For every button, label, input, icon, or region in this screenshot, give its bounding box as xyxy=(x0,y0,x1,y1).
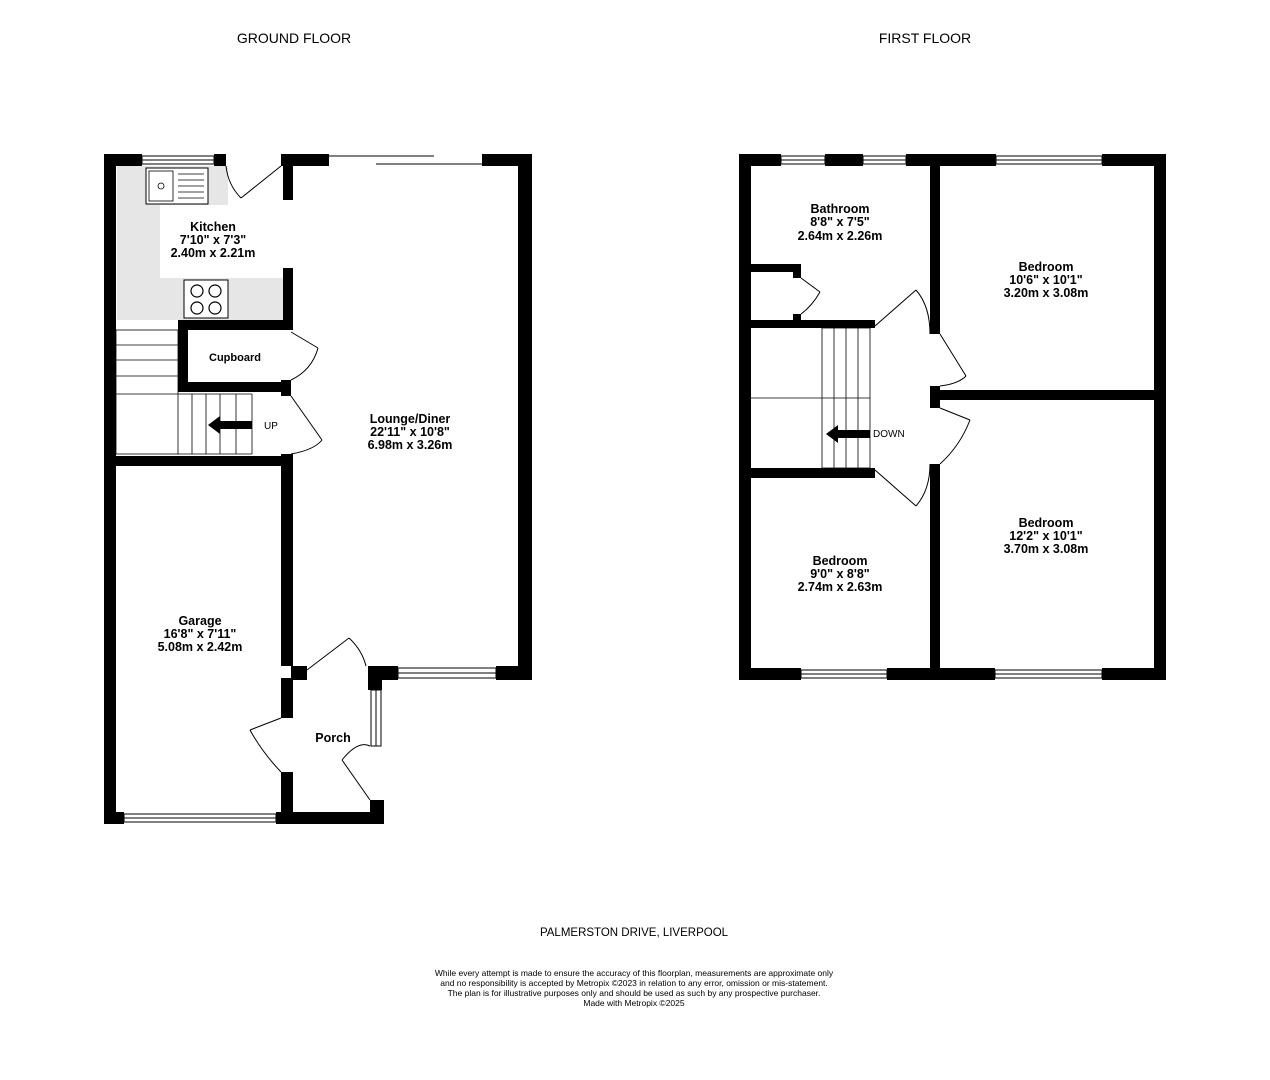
bedroom3-metric: 2.74m x 2.63m xyxy=(798,580,883,594)
first-floor-title: FIRST FLOOR xyxy=(879,30,971,46)
ground-floor-title: GROUND FLOOR xyxy=(237,30,351,46)
first-floor-plan xyxy=(739,154,1166,680)
hob-icon xyxy=(183,279,229,319)
disclaimer-line-2: and no responsibility is accepted by Met… xyxy=(440,978,828,988)
bedroom1-metric: 3.20m x 3.08m xyxy=(1004,286,1089,300)
garage-name: Garage xyxy=(178,614,221,628)
down-arrow-icon xyxy=(826,425,870,443)
kitchen-imperial: 7'10" x 7'3" xyxy=(180,233,247,247)
sink-icon xyxy=(145,167,209,205)
bathroom-imperial: 8'8" x 7'5" xyxy=(810,215,870,229)
lounge-metric: 6.98m x 3.26m xyxy=(368,438,453,452)
kitchen-metric: 2.40m x 2.21m xyxy=(171,246,256,260)
stairs-down-label: DOWN xyxy=(873,429,905,440)
bedroom1-imperial: 10'6" x 10'1" xyxy=(1009,273,1082,287)
disclaimer-line-4: Made with Metropix ©2025 xyxy=(583,998,685,1008)
lounge-imperial: 22'11" x 10'8" xyxy=(370,425,450,439)
first-walls xyxy=(739,154,1166,680)
ground-windows xyxy=(123,155,497,823)
garage-imperial: 16'8" x 7'11" xyxy=(164,627,237,641)
lounge-name: Lounge/Diner xyxy=(370,412,451,426)
ground-floor-plan xyxy=(104,154,532,824)
property-address: PALMERSTON DRIVE, LIVERPOOL xyxy=(540,927,729,939)
bedroom2-name: Bedroom xyxy=(1019,516,1074,530)
disclaimer-line-1: While every attempt is made to ensure th… xyxy=(435,968,834,978)
kitchen-name: Kitchen xyxy=(190,220,236,234)
first-windows xyxy=(780,155,1103,679)
porch-name: Porch xyxy=(315,731,350,745)
cupboard-name: Cupboard xyxy=(209,352,261,364)
stairs-up-label: UP xyxy=(264,421,278,432)
ground-doors xyxy=(225,165,371,801)
bathroom-name: Bathroom xyxy=(810,202,869,216)
up-arrow-icon xyxy=(208,416,252,434)
bedroom3-name: Bedroom xyxy=(813,554,868,568)
ground-stairs xyxy=(115,329,253,455)
disclaimer-line-3: The plan is for illustrative purposes on… xyxy=(448,988,821,998)
bathroom-metric: 2.64m x 2.26m xyxy=(798,229,883,243)
first-stairs xyxy=(751,327,871,469)
bedroom1-name: Bedroom xyxy=(1019,260,1074,274)
ground-walls xyxy=(104,154,532,824)
first-doors xyxy=(800,277,971,507)
bedroom2-metric: 3.70m x 3.08m xyxy=(1004,542,1089,556)
garage-metric: 5.08m x 2.42m xyxy=(158,640,243,654)
sliding-door xyxy=(329,155,482,165)
bedroom2-imperial: 12'2" x 10'1" xyxy=(1009,529,1082,543)
bedroom3-imperial: 9'0" x 8'8" xyxy=(810,567,870,581)
